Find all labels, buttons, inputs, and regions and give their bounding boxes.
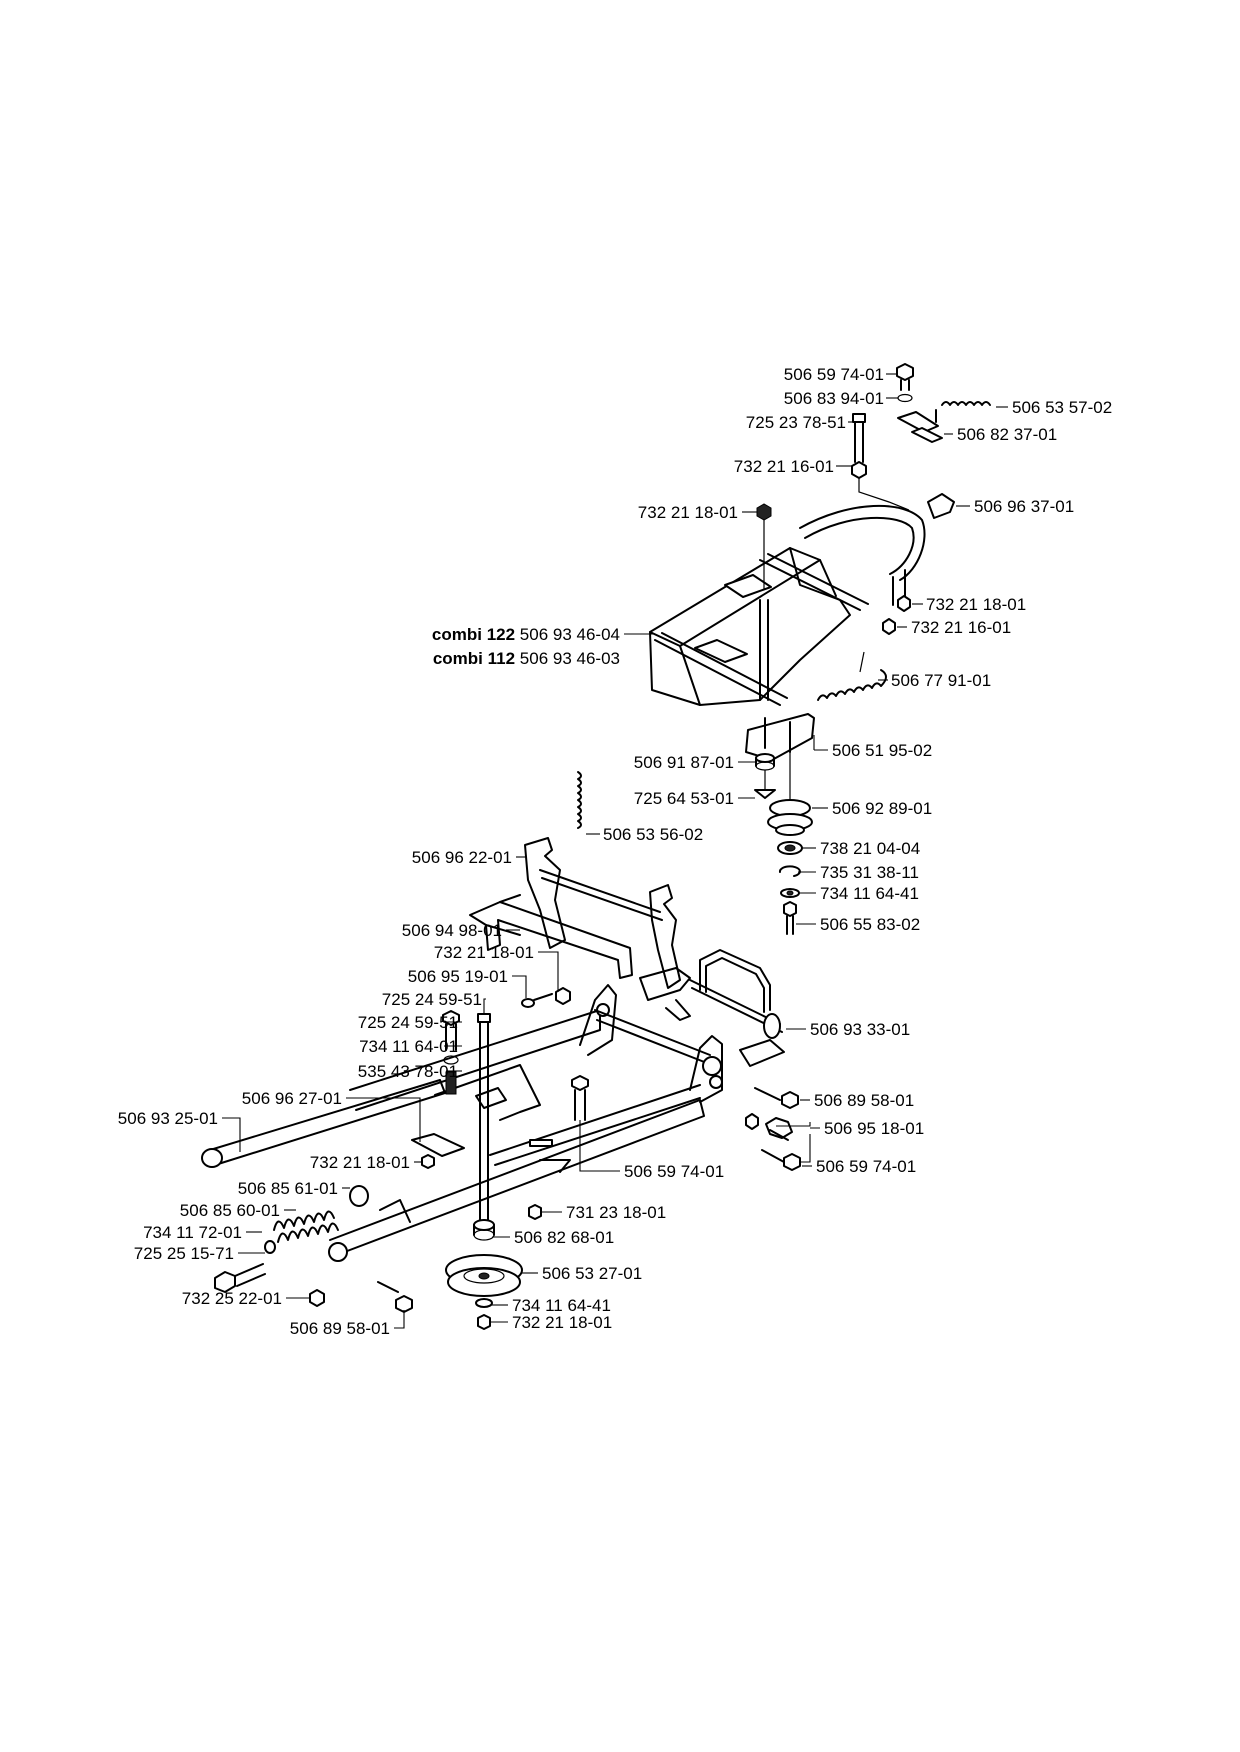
label-734-11-72-01: 734 11 72-01 xyxy=(143,1223,242,1242)
label-725-24-59-51-lower: 725 24 59-51 xyxy=(358,1013,458,1032)
label-735-31-38-11: 735 31 38-11 xyxy=(820,863,919,882)
label-combi-122-model: combi 122 xyxy=(432,625,515,644)
label-506-53-27-01: 506 53 27-01 xyxy=(542,1264,642,1283)
label-506-53-56-02: 506 53 56-02 xyxy=(603,825,703,844)
label-738-21-04-04: 738 21 04-04 xyxy=(820,839,920,858)
label-506-91-87-01: 506 91 87-01 xyxy=(634,753,734,772)
label-725-23-78-51: 725 23 78-51 xyxy=(746,413,846,432)
label-506-82-68-01: 506 82 68-01 xyxy=(514,1228,614,1247)
label-506-85-60-01: 506 85 60-01 xyxy=(180,1201,280,1220)
label-732-21-18-01-bottom: 732 21 18-01 xyxy=(512,1313,612,1332)
label-506-96-27-01: 506 96 27-01 xyxy=(242,1089,342,1108)
label-734-11-64-01: 734 11 64-01 xyxy=(359,1037,458,1056)
label-732-21-16-01-right: 732 21 16-01 xyxy=(911,618,1011,637)
label-535-43-78-01: 535 43 78-01 xyxy=(358,1062,458,1081)
label-combi-112-part: 506 93 46-03 xyxy=(520,649,620,668)
label-combi-122: combi 122 506 93 46-04 xyxy=(432,625,620,644)
label-506-95-18-01: 506 95 18-01 xyxy=(824,1119,924,1138)
label-732-25-22-01: 732 25 22-01 xyxy=(182,1289,282,1308)
label-506-89-58-01-lower: 506 89 58-01 xyxy=(290,1319,390,1338)
label-506-96-22-01: 506 96 22-01 xyxy=(412,848,512,867)
upper-bracket-frame xyxy=(649,363,991,935)
label-506-92-89-01: 506 92 89-01 xyxy=(832,799,932,818)
label-506-85-61-01: 506 85 61-01 xyxy=(238,1179,338,1198)
label-732-21-18-01-middle: 732 21 18-01 xyxy=(434,943,534,962)
label-506-93-33-01: 506 93 33-01 xyxy=(810,1020,910,1039)
label-732-21-18-01-right: 732 21 18-01 xyxy=(926,595,1026,614)
label-506-77-91-01: 506 77 91-01 xyxy=(891,671,991,690)
label-725-25-15-71: 725 25 15-71 xyxy=(134,1244,234,1263)
label-506-59-74-01-right: 506 59 74-01 xyxy=(816,1157,916,1176)
label-732-21-18-01-top: 732 21 18-01 xyxy=(638,503,738,522)
label-506-83-94-01: 506 83 94-01 xyxy=(784,389,884,408)
label-725-64-53-01: 725 64 53-01 xyxy=(634,789,734,808)
label-731-23-18-01: 731 23 18-01 xyxy=(566,1203,666,1222)
label-734-11-64-41-lower: 734 11 64-41 xyxy=(512,1296,611,1315)
label-506-51-95-02: 506 51 95-02 xyxy=(832,741,932,760)
label-506-95-19-01: 506 95 19-01 xyxy=(408,967,508,986)
label-506-82-37-01: 506 82 37-01 xyxy=(957,425,1057,444)
label-506-53-57-02: 506 53 57-02 xyxy=(1012,398,1112,417)
label-506-93-25-01: 506 93 25-01 xyxy=(118,1109,218,1128)
middle-bracket-assembly xyxy=(469,771,785,1067)
label-732-21-16-01-top: 732 21 16-01 xyxy=(734,457,834,476)
part-number-labels: 506 59 74-01 506 83 94-01 506 53 57-02 7… xyxy=(118,365,1112,1338)
label-506-94-98-01: 506 94 98-01 xyxy=(402,921,502,940)
label-506-55-83-02: 506 55 83-02 xyxy=(820,915,920,934)
label-725-24-59-51-upper: 725 24 59-51 xyxy=(382,990,482,1009)
label-734-11-64-41-top: 734 11 64-41 xyxy=(820,884,919,903)
label-combi-122-part: 506 93 46-04 xyxy=(520,625,620,644)
label-combi-112: combi 112 506 93 46-03 xyxy=(433,649,620,668)
label-combi-112-model: combi 112 xyxy=(433,649,515,668)
label-506-96-37-01: 506 96 37-01 xyxy=(974,497,1074,516)
label-506-59-74-01-center: 506 59 74-01 xyxy=(624,1162,724,1181)
lower-main-frame xyxy=(201,984,801,1330)
label-506-59-74-01-top: 506 59 74-01 xyxy=(784,365,884,384)
label-506-89-58-01-right: 506 89 58-01 xyxy=(814,1091,914,1110)
leader-lines xyxy=(222,373,1008,1329)
label-732-21-18-01-lower: 732 21 18-01 xyxy=(310,1153,410,1172)
